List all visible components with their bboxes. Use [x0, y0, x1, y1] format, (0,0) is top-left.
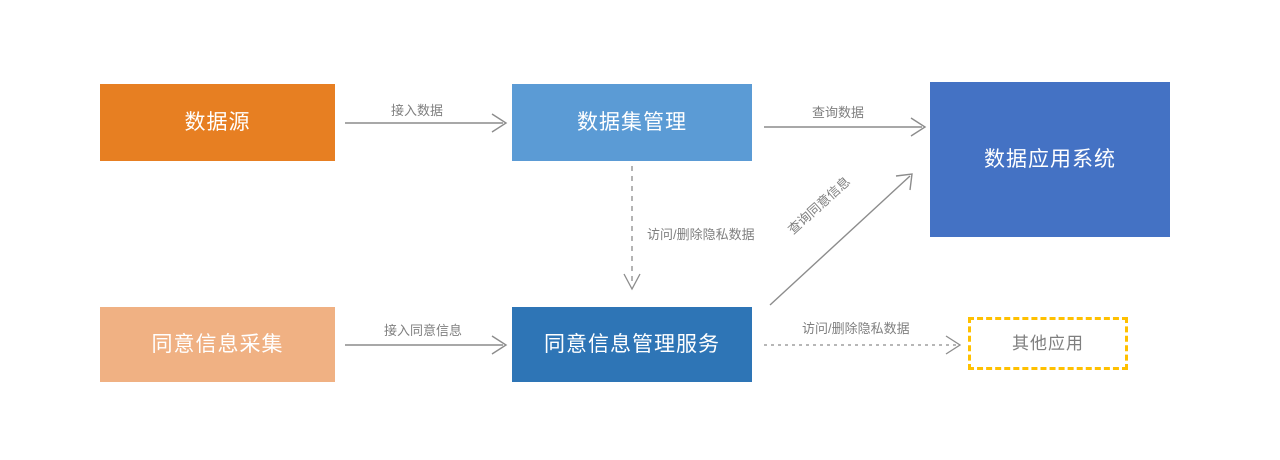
node-consent-management-service[interactable]: 同意信息管理服务	[512, 307, 752, 382]
arrow-query-data	[764, 117, 927, 137]
edge-label-query-consent-info: 查询同意信息	[784, 173, 853, 238]
arrow-ingest-consent-info	[345, 335, 508, 355]
node-data-source-label: 数据源	[184, 111, 251, 134]
edge-label-access-delete-private-data-vertical: 访问/删除隐私数据	[647, 227, 755, 242]
node-consent-collection-label: 同意信息采集	[151, 333, 284, 356]
edge-label-ingest-consent-info: 接入同意信息	[384, 323, 463, 338]
node-other-applications-label: 其他应用	[1012, 334, 1084, 353]
node-dataset-management-label: 数据集管理	[577, 111, 687, 134]
node-dataset-management[interactable]: 数据集管理	[512, 84, 752, 161]
node-data-application-system-label: 数据应用系统	[984, 148, 1116, 171]
arrow-access-delete-private-data-vertical	[623, 166, 641, 291]
node-consent-management-service-label: 同意信息管理服务	[544, 333, 720, 356]
node-consent-collection[interactable]: 同意信息采集	[100, 307, 335, 382]
node-data-application-system[interactable]: 数据应用系统	[930, 82, 1170, 237]
edge-label-ingest-data: 接入数据	[391, 103, 444, 118]
edge-label-access-delete-private-data-horizontal: 访问/删除隐私数据	[802, 321, 910, 336]
arrow-access-delete-private-data-horizontal	[764, 335, 962, 355]
edge-label-query-data: 查询数据	[812, 105, 865, 120]
node-data-source[interactable]: 数据源	[100, 84, 335, 161]
node-other-applications[interactable]: 其他应用	[968, 317, 1128, 370]
